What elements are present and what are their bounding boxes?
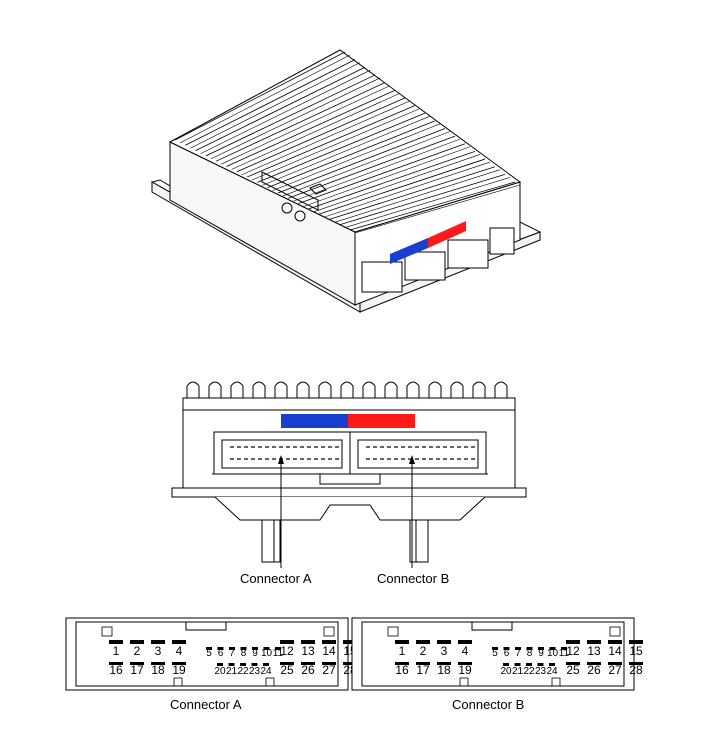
- connector-a-pin-3: 3: [155, 644, 162, 658]
- connector-b-pin-12: 12: [566, 644, 580, 658]
- connector-b-pin-3: 3: [441, 644, 448, 658]
- connector-b-pin-26: 26: [587, 663, 601, 677]
- connector-a-pin-6: 6: [218, 648, 224, 659]
- connector-b-pin-24: 24: [546, 666, 558, 677]
- connector-a-pin-4: 4: [176, 644, 183, 658]
- connector-b-pin-14: 14: [608, 644, 622, 658]
- front-connector-b-color: [348, 414, 415, 428]
- connector-a-pin-9: 9: [252, 648, 258, 659]
- connector-b-pin-18: 18: [437, 663, 451, 677]
- front-connector-a-color: [281, 414, 348, 428]
- connector-b-pin-13: 13: [587, 644, 601, 658]
- connector-b-pin-7: 7: [515, 648, 521, 659]
- connector-a-pin-24: 24: [260, 666, 272, 677]
- connector-a-pin-10: 10: [261, 648, 273, 659]
- connector-b-pin-6: 6: [504, 648, 510, 659]
- connector-b-pin-5: 5: [492, 648, 498, 659]
- bottom-connector-a-label: Connector A: [170, 697, 242, 712]
- connector-b-pin-15: 15: [629, 644, 643, 658]
- connector-b-pin-25: 25: [566, 663, 580, 677]
- connector-b-pin-10: 10: [547, 648, 559, 659]
- connector-a-pin-2: 2: [134, 644, 141, 658]
- connector-a-pin-27: 27: [322, 663, 336, 677]
- connector-a-pin-13: 13: [301, 644, 315, 658]
- front-connector-a-label: Connector A: [240, 571, 312, 586]
- connector-b-pin-22: 22: [523, 666, 535, 677]
- connector-a-pin-7: 7: [229, 648, 235, 659]
- connector-b-pin-8: 8: [527, 648, 533, 659]
- connector-b-pin-27: 27: [608, 663, 622, 677]
- connector-b-pin-21: 21: [512, 666, 524, 677]
- connector-a-pin-12: 12: [280, 644, 294, 658]
- connector-a-pin-21: 21: [226, 666, 238, 677]
- connector-a-pin-11: 11: [273, 648, 284, 659]
- connector-b-pin-28: 28: [629, 663, 643, 677]
- connector-b-pin-17: 17: [416, 663, 430, 677]
- bottom-connector-b-label: Connector B: [452, 697, 525, 712]
- connector-a-pin-8: 8: [241, 648, 247, 659]
- connector-a-pin-26: 26: [301, 663, 315, 677]
- connector-b-pin-4: 4: [462, 644, 469, 658]
- connector-b-pin-19: 19: [458, 663, 472, 677]
- connector-b-pin-9: 9: [538, 648, 544, 659]
- connector-a-pin-16: 16: [109, 663, 123, 677]
- connector-b-pin-1: 1: [399, 644, 406, 658]
- connector-a-pin-1: 1: [113, 644, 120, 658]
- connector-a-pin-17: 17: [130, 663, 144, 677]
- connector-a-pin-18: 18: [151, 663, 165, 677]
- connector-b-pin-23: 23: [535, 666, 547, 677]
- connector-a-pin-14: 14: [322, 644, 336, 658]
- front-connector-b-label: Connector B: [377, 571, 450, 586]
- connector-b-color-strip: [428, 221, 466, 248]
- connector-a-pin-5: 5: [206, 648, 212, 659]
- connector-b-pin-11: 11: [559, 648, 570, 659]
- connector-b-pin-16: 16: [395, 663, 409, 677]
- connector-a-pin-20: 20: [214, 666, 226, 677]
- connector-a-color-strip: [390, 238, 428, 264]
- connector-b-pin-20: 20: [500, 666, 512, 677]
- connector-a-pin-25: 25: [280, 663, 294, 677]
- connector-a-pin-19: 19: [172, 663, 186, 677]
- connector-b-pin-2: 2: [420, 644, 427, 658]
- connector-a-pin-23: 23: [249, 666, 261, 677]
- connector-a-pin-22: 22: [237, 666, 249, 677]
